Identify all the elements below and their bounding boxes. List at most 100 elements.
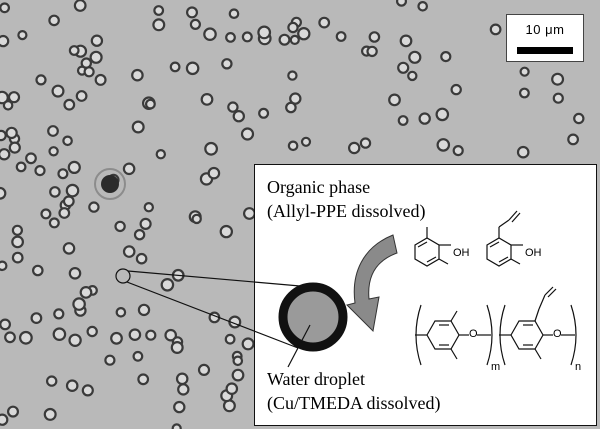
particle xyxy=(58,207,71,219)
particle xyxy=(114,220,126,233)
particle xyxy=(15,161,27,173)
particle xyxy=(11,224,23,236)
particle xyxy=(49,186,61,198)
particle xyxy=(5,126,18,140)
particle xyxy=(68,266,82,280)
particle xyxy=(110,331,123,345)
particle xyxy=(551,72,565,86)
particle xyxy=(52,327,67,341)
particle xyxy=(186,6,199,19)
particle xyxy=(11,235,25,249)
particle xyxy=(173,400,186,414)
particle xyxy=(408,50,422,64)
chemistry-schematic xyxy=(278,210,577,368)
particle xyxy=(152,18,166,32)
particle xyxy=(7,91,21,104)
particle xyxy=(0,260,8,272)
particle xyxy=(0,148,11,161)
particle xyxy=(94,73,107,86)
particle xyxy=(203,27,217,41)
particle xyxy=(278,33,291,46)
particle xyxy=(62,135,73,147)
particle xyxy=(359,137,372,149)
particle xyxy=(397,115,409,126)
organic-phase-label: Organic phase xyxy=(267,177,371,197)
particle xyxy=(368,31,381,43)
particle xyxy=(208,311,221,324)
particle xyxy=(43,407,57,421)
polymer-structure xyxy=(415,286,577,366)
particle xyxy=(30,312,43,325)
particle xyxy=(62,195,75,208)
particle xyxy=(452,145,464,157)
particle xyxy=(297,27,311,41)
particle xyxy=(0,90,9,105)
particle xyxy=(128,328,142,341)
particle xyxy=(241,31,253,43)
particle xyxy=(122,162,136,176)
particle xyxy=(160,277,175,292)
particle xyxy=(131,68,144,82)
particle xyxy=(240,127,255,141)
particle xyxy=(175,372,189,386)
particle xyxy=(258,107,270,119)
particle xyxy=(417,1,428,12)
particle xyxy=(63,98,76,111)
particle xyxy=(73,0,87,12)
particle xyxy=(225,32,236,43)
monomer-dimethylphenol xyxy=(414,227,451,267)
particle xyxy=(83,66,95,78)
particle xyxy=(115,306,127,318)
schematic-inset: Organic phase (Allyl-PPE dissolved) Wate… xyxy=(254,164,597,426)
particle xyxy=(89,50,103,64)
particle xyxy=(300,136,312,147)
particle xyxy=(232,355,244,367)
particle xyxy=(399,34,413,48)
particle xyxy=(204,141,219,156)
particle xyxy=(0,413,9,426)
particle xyxy=(257,25,272,40)
particle xyxy=(153,5,165,16)
particle xyxy=(435,107,450,122)
particle xyxy=(133,228,146,241)
particle xyxy=(228,315,242,329)
particle xyxy=(567,133,579,146)
scale-bar-box: 10 μm xyxy=(506,14,584,62)
particle xyxy=(519,66,530,77)
particle xyxy=(207,166,221,180)
particle xyxy=(40,208,52,220)
scale-bar xyxy=(517,47,573,54)
particle xyxy=(0,2,10,14)
particle xyxy=(131,120,145,134)
subscript-n-label: n xyxy=(575,361,582,373)
particle xyxy=(25,152,37,165)
particle xyxy=(139,217,152,230)
particle xyxy=(155,148,166,160)
particle xyxy=(67,160,81,174)
particle xyxy=(75,90,88,102)
monomer-allylphenol xyxy=(486,210,523,267)
particle xyxy=(11,251,24,264)
particle xyxy=(231,368,245,382)
particle xyxy=(86,325,98,338)
particle xyxy=(191,213,202,225)
particle xyxy=(169,61,181,73)
particle xyxy=(335,31,347,42)
particle xyxy=(145,329,157,341)
particle xyxy=(2,100,14,111)
particle xyxy=(53,308,65,320)
water-droplet-detail: (Cu/TMEDA dissolved) xyxy=(267,393,441,413)
particle xyxy=(348,141,361,155)
particle xyxy=(418,112,431,125)
particle xyxy=(68,45,80,56)
particle xyxy=(221,58,233,70)
particle xyxy=(137,303,151,317)
particle xyxy=(137,373,150,386)
particle xyxy=(68,333,82,347)
particle xyxy=(552,92,564,104)
particle xyxy=(144,98,156,110)
particle xyxy=(8,141,21,154)
particle xyxy=(519,87,530,99)
particle xyxy=(489,23,502,36)
